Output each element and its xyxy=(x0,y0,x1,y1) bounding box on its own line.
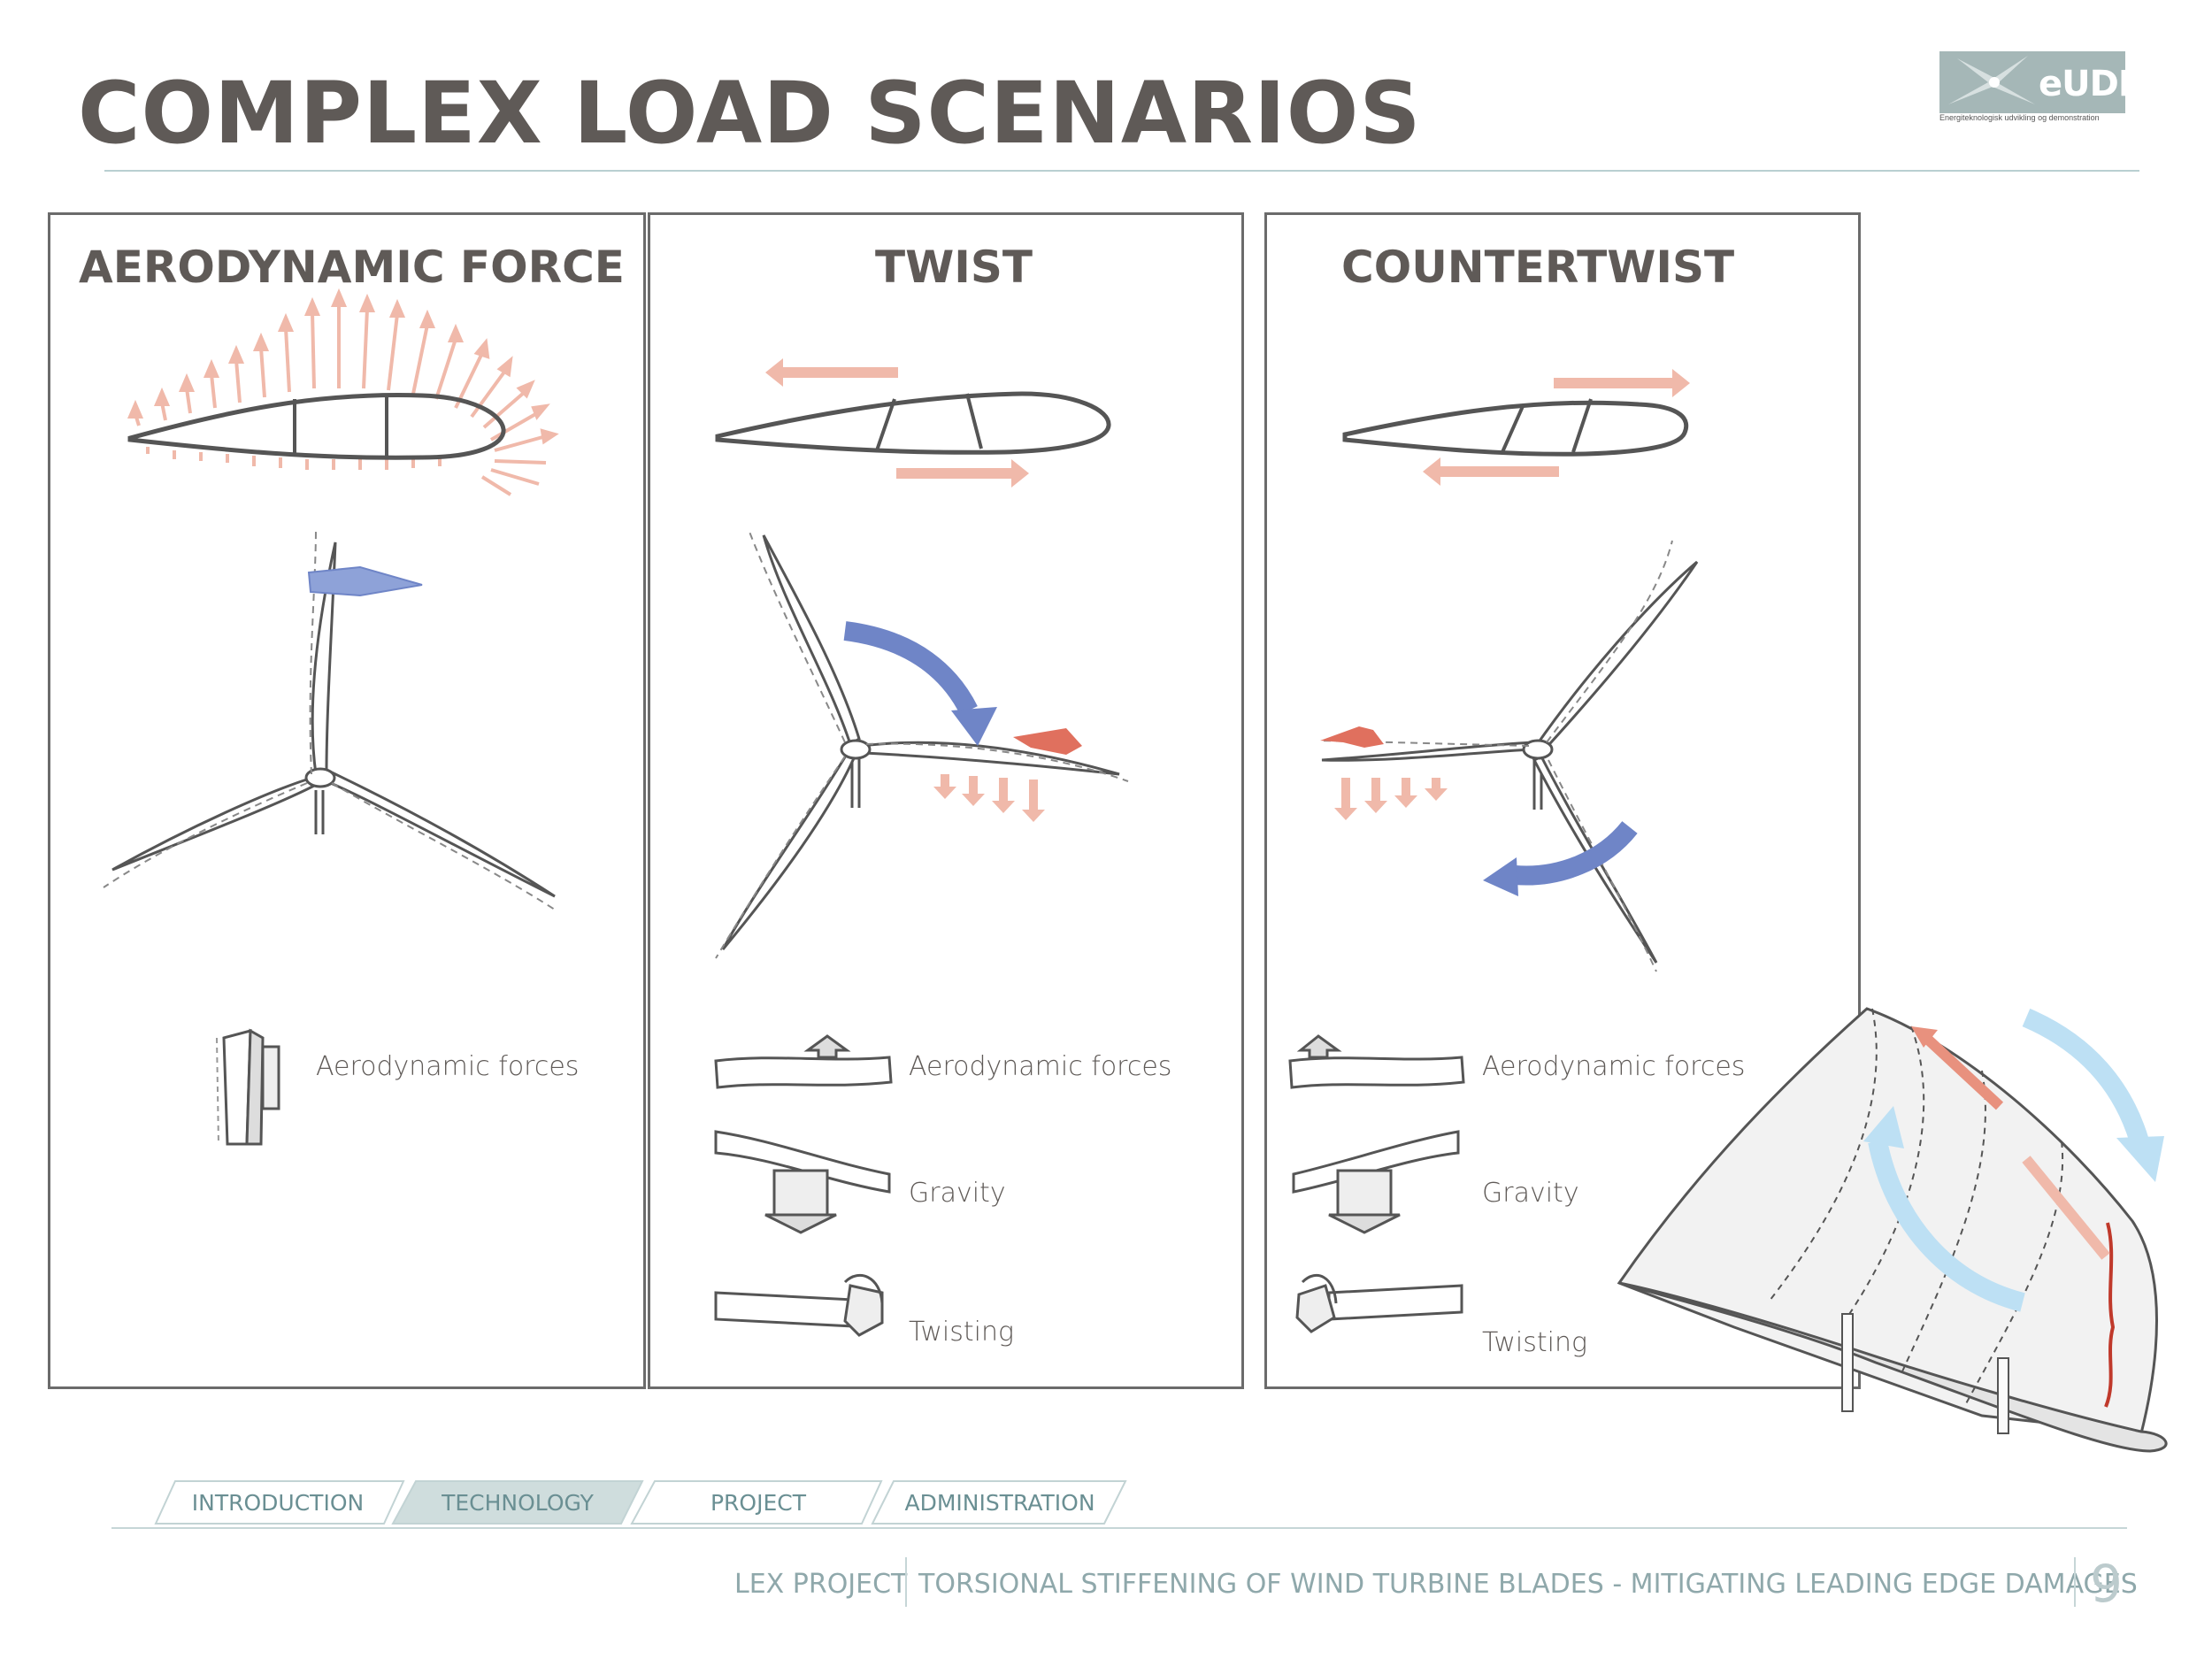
gravity-icon xyxy=(1292,1130,1460,1234)
legend-aerodynamic-forces: Aerodynamic forces xyxy=(909,1051,1172,1082)
wind-turbine-drawing xyxy=(1321,560,1699,964)
arrow-right xyxy=(1554,369,1690,397)
aerodynamic-forces-icon xyxy=(1288,1034,1465,1089)
panel-title: TWIST xyxy=(875,242,1033,293)
footer-divider xyxy=(111,1527,2127,1529)
legend-aerodynamic-forces: Aerodynamic forces xyxy=(316,1051,580,1082)
panel-title: COUNTERTWIST xyxy=(1341,242,1735,293)
rotation-arrow xyxy=(1514,820,1638,886)
footer-separator-2 xyxy=(2074,1557,2076,1607)
twist-arrow xyxy=(1320,726,1384,748)
eudp-logo: eUDP Energiteknologisk udvikling og demo… xyxy=(1939,51,2144,124)
blade-section-illustration xyxy=(1617,1007,2168,1453)
arrow-right xyxy=(896,459,1029,488)
legend-twisting: Twisting xyxy=(909,1317,1014,1348)
aerodynamic-forces-icon xyxy=(222,1028,280,1146)
crack-mark xyxy=(2104,1222,2116,1408)
aerodynamic-forces-icon xyxy=(714,1034,893,1089)
twist-arrow xyxy=(1013,728,1082,755)
airfoil-pressure-diagram xyxy=(103,288,559,1146)
tab-technology[interactable]: TECHNOLOGY xyxy=(442,1489,594,1516)
nav-tabs-background xyxy=(154,1480,1127,1525)
title-divider xyxy=(104,170,2139,172)
red-arrow xyxy=(1921,1033,2004,1110)
pressure-arrows xyxy=(127,288,559,496)
tab-project[interactable]: PROJECT xyxy=(710,1489,807,1516)
gravity-icon xyxy=(714,1130,891,1234)
logo-text: eUDP xyxy=(2039,64,2144,104)
twist-diagram xyxy=(714,358,1129,1337)
star-icon xyxy=(1948,56,2035,104)
panel-twist: TWIST xyxy=(648,212,1244,1389)
countertwist-diagram xyxy=(1288,369,1699,1333)
footer-project: LEX PROJECT xyxy=(734,1569,908,1600)
twisting-icon xyxy=(714,1273,884,1337)
page-title: COMPLEX LOAD SCENARIOS xyxy=(78,64,1422,163)
wind-turbine-drawing xyxy=(111,541,556,898)
legend-aerodynamic-forces: Aerodynamic forces xyxy=(1482,1051,1746,1082)
gravity-arrows xyxy=(933,774,1045,822)
gravity-arrows xyxy=(1334,778,1448,820)
wind-turbine-drawing xyxy=(721,534,1120,950)
footer-separator xyxy=(905,1557,907,1607)
legend-twisting: Twisting xyxy=(1482,1327,1587,1358)
page-number: 9 xyxy=(2090,1554,2123,1614)
panel-title: AERODYNAMIC FORCE xyxy=(79,242,625,293)
blue-arrow-left xyxy=(1868,1139,2025,1312)
panel-aerodynamic-force: AERODYNAMIC FORCE xyxy=(48,212,646,1389)
logo-subtitle: Energiteknologisk udvikling og demonstra… xyxy=(1939,113,2100,122)
blue-arrow-right xyxy=(2022,1008,2149,1145)
wind-arrow xyxy=(307,565,423,597)
legend-gravity: Gravity xyxy=(909,1178,1006,1209)
arrow-left xyxy=(765,358,898,387)
logo-box: eUDP xyxy=(1939,51,2144,113)
arrow-left xyxy=(1423,457,1559,486)
tab-administration[interactable]: ADMINISTRATION xyxy=(904,1489,1095,1516)
tab-introduction[interactable]: INTRODUCTION xyxy=(191,1489,365,1516)
legend-gravity: Gravity xyxy=(1482,1178,1579,1209)
footer-subtitle: TORSIONAL STIFFENING OF WIND TURBINE BLA… xyxy=(918,1569,2138,1600)
rotation-arrow xyxy=(843,621,978,716)
twisting-icon xyxy=(1295,1273,1463,1333)
